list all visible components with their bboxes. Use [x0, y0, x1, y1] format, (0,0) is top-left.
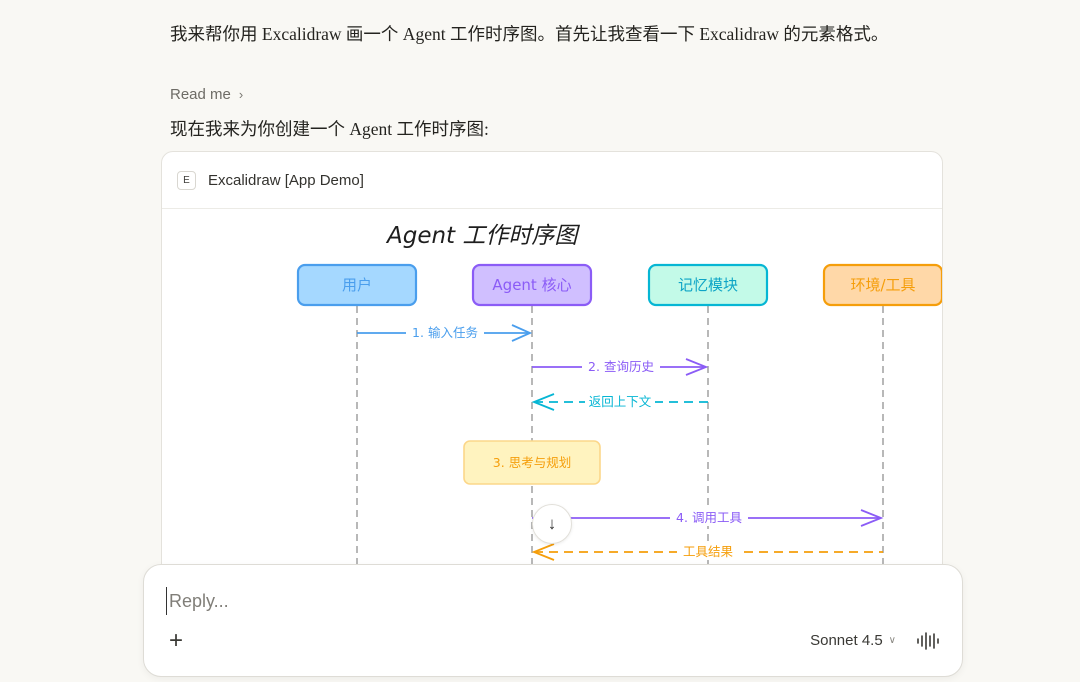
reply-composer: + Sonnet 4.5 ∨ [143, 564, 963, 677]
note-think-plan-label: 3. 思考与规划 [493, 455, 571, 470]
message-return-context-label: 返回上下文 [589, 394, 652, 409]
actor-tools-label: 环境/工具 [850, 276, 915, 294]
actor-tools[interactable]: 环境/工具 [822, 263, 942, 307]
actor-user-label: 用户 [342, 276, 372, 294]
message-query-history-label: 2. 查询历史 [588, 359, 654, 374]
message-input-task[interactable]: 1. 输入任务 [357, 324, 533, 342]
message-return-context[interactable]: 返回上下文 [531, 393, 708, 411]
message-query-history[interactable]: 2. 查询历史 [532, 358, 709, 376]
artifact-title: Excalidraw [App Demo] [208, 171, 364, 189]
arrow-down-icon: ↓ [547, 514, 557, 533]
voice-waveform-icon[interactable] [916, 631, 940, 656]
actor-memory[interactable]: 记忆模块 [647, 263, 769, 307]
note-think-plan[interactable]: 3. 思考与规划 [463, 440, 601, 485]
read-me-link[interactable]: Read me › [170, 86, 243, 103]
sequence-diagram-canvas[interactable]: .lbl { font-family:"DejaVu Sans", sans-s… [162, 209, 942, 592]
scroll-down-button[interactable]: ↓ [532, 504, 572, 544]
excalidraw-app-icon: E [177, 170, 196, 190]
chevron-down-icon: ∨ [888, 635, 896, 646]
model-name: Sonnet 4.5 [810, 632, 883, 649]
message-call-tool-label: 4. 调用工具 [676, 510, 742, 525]
message-input-task-label: 1. 输入任务 [412, 325, 478, 340]
artifact-header[interactable]: E Excalidraw [App Demo] [162, 152, 942, 209]
read-me-label: Read me [170, 86, 231, 103]
actor-agent-core[interactable]: Agent 核心 [471, 263, 593, 307]
model-selector[interactable]: Sonnet 4.5 ∨ [810, 632, 896, 649]
message-tool-result-label: 工具结果 [683, 544, 734, 559]
actor-user[interactable]: 用户 [296, 263, 418, 307]
diagram-title: Agent 工作时序图 [385, 223, 580, 249]
reply-input[interactable] [166, 587, 771, 615]
actor-agent-core-label: Agent 核心 [492, 276, 571, 294]
message-tool-result[interactable]: 工具结果 [531, 543, 883, 561]
chevron-right-icon: › [238, 87, 244, 102]
message-call-tool[interactable]: 4. 调用工具 [532, 509, 884, 527]
plus-icon[interactable]: + [169, 627, 184, 654]
assistant-message-intro: 我来帮你用 Excalidraw 画一个 Agent 工作时序图。首先让我查看一… [170, 24, 889, 44]
assistant-message-followup: 现在我来为你创建一个 Agent 工作时序图: [170, 119, 489, 139]
actor-memory-label: 记忆模块 [678, 276, 738, 294]
